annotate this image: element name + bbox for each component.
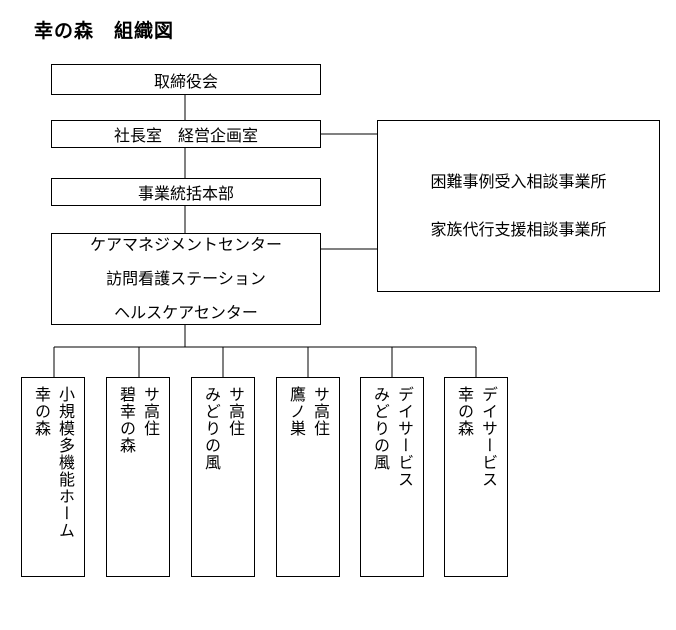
- facility-line: 鷹ノ巣: [287, 386, 306, 437]
- facility-node: サ高住 鷹ノ巣: [276, 377, 340, 577]
- facility-line: 幸の森: [32, 386, 51, 437]
- facility-line: 碧幸の森: [117, 386, 136, 454]
- centers-node: ケアマネジメントセンター 訪問看護ステーション ヘルスケアセンター: [51, 233, 321, 325]
- facility-line: サ高住: [226, 386, 245, 437]
- center-visiting-nursing: 訪問看護ステーション: [106, 269, 266, 288]
- facility-line: 幸の森: [455, 386, 474, 437]
- center-care-management: ケアマネジメントセンター: [89, 235, 282, 254]
- facility-line: デイサービス: [479, 386, 498, 488]
- facility-node: サ高住 みどりの風: [191, 377, 255, 577]
- facility-node: 小規模多機能ホーム 幸の森: [21, 377, 85, 577]
- facility-line: サ高住: [141, 386, 160, 437]
- facility-line: サ高住: [311, 386, 330, 437]
- facility-line: みどりの風: [371, 386, 390, 471]
- facility-line: 小規模多機能ホーム: [56, 386, 75, 539]
- hq-node: 事業統括本部: [51, 178, 321, 206]
- facility-node: デイサービス みどりの風: [360, 377, 424, 577]
- chart-title: 幸の森 組織図: [34, 20, 175, 42]
- facility-line: みどりの風: [202, 386, 221, 471]
- president-office-node: 社長室 経営企画室: [51, 120, 321, 148]
- center-healthcare: ヘルスケアセンター: [114, 303, 258, 322]
- consultation-difficult-cases: 困難事例受入相談事業所: [430, 172, 607, 191]
- board-node: 取締役会: [51, 64, 321, 95]
- facility-node: デイサービス 幸の森: [444, 377, 508, 577]
- facility-node: サ高住 碧幸の森: [106, 377, 170, 577]
- consultation-node: 困難事例受入相談事業所 家族代行支援相談事業所: [377, 120, 660, 292]
- consultation-family-proxy: 家族代行支援相談事業所: [430, 220, 607, 239]
- facility-line: デイサービス: [395, 386, 414, 488]
